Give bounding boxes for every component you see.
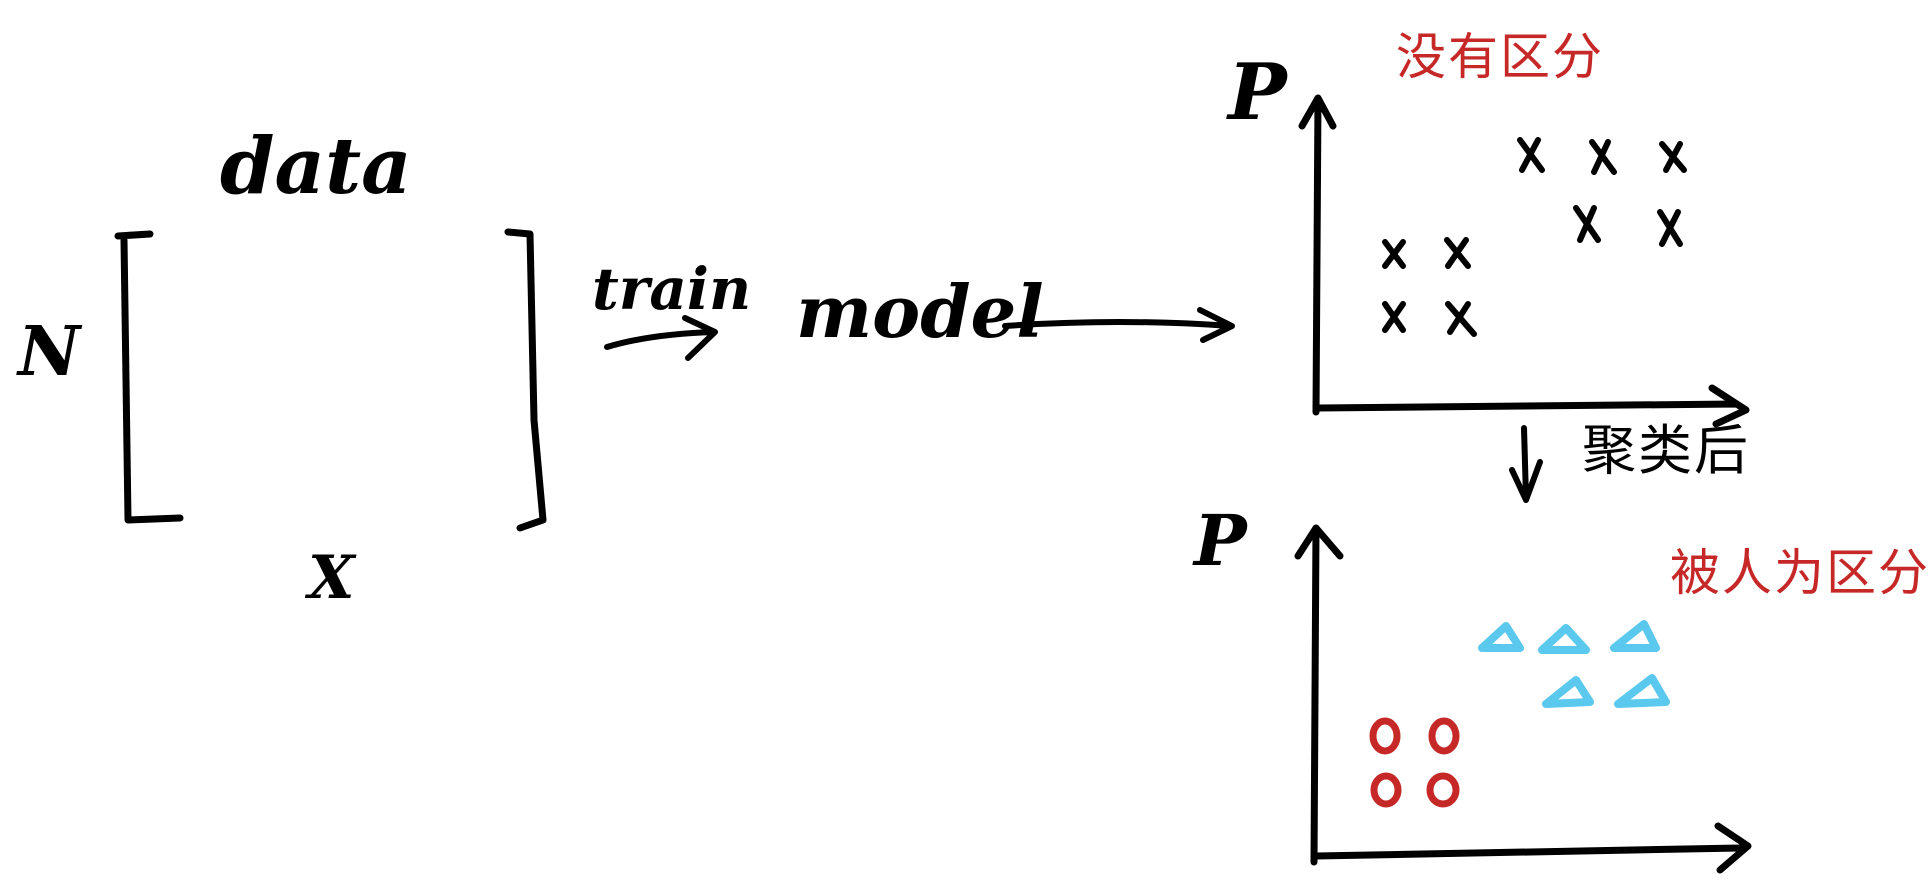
n-label: N bbox=[18, 312, 81, 392]
top-plot-y-label: P bbox=[1228, 47, 1287, 138]
train-arrow bbox=[604, 315, 718, 361]
circle-mark bbox=[1370, 772, 1402, 808]
data-label: data bbox=[220, 121, 412, 212]
model-to-plot-arrow bbox=[1002, 307, 1235, 343]
x-mark bbox=[1444, 237, 1471, 269]
model-label: model bbox=[796, 269, 1044, 354]
x-mark bbox=[1657, 209, 1683, 247]
matrix-left-bracket bbox=[114, 230, 184, 524]
triangle-mark bbox=[1614, 674, 1670, 708]
x-mark bbox=[1445, 301, 1477, 337]
bottom-plot-triangles bbox=[1478, 620, 1670, 708]
x-mark bbox=[1382, 239, 1406, 269]
bottom-plot-y-axis bbox=[1294, 524, 1344, 866]
triangle-mark bbox=[1478, 622, 1524, 652]
bottom-plot-annotation: 被人为区分 bbox=[1670, 544, 1930, 602]
bottom-plot-x-axis bbox=[1312, 822, 1752, 874]
x-mark bbox=[1589, 139, 1617, 175]
matrix-right-bracket bbox=[504, 228, 547, 532]
bottom-plot-circles bbox=[1369, 717, 1460, 808]
circle-mark bbox=[1428, 717, 1460, 755]
x-mark bbox=[1659, 141, 1687, 173]
top-plot-markers bbox=[1382, 137, 1687, 337]
x-mark bbox=[1382, 301, 1406, 333]
triangle-mark bbox=[1610, 620, 1660, 652]
x-label: X bbox=[308, 543, 355, 613]
top-plot-annotation: 没有区分 bbox=[1396, 28, 1604, 86]
top-plot-y-axis bbox=[1298, 94, 1337, 416]
train-label: train bbox=[592, 255, 752, 323]
x-mark bbox=[1517, 137, 1545, 173]
transition-label: 聚类后 bbox=[1582, 419, 1750, 482]
bottom-plot-y-label: P bbox=[1194, 499, 1247, 582]
circle-mark bbox=[1426, 772, 1460, 808]
circle-mark bbox=[1369, 717, 1401, 755]
x-mark bbox=[1573, 205, 1601, 243]
top-plot-x-axis bbox=[1314, 384, 1750, 428]
triangle-mark bbox=[1542, 676, 1594, 708]
triangle-mark bbox=[1538, 624, 1590, 654]
down-arrow bbox=[1509, 425, 1543, 503]
